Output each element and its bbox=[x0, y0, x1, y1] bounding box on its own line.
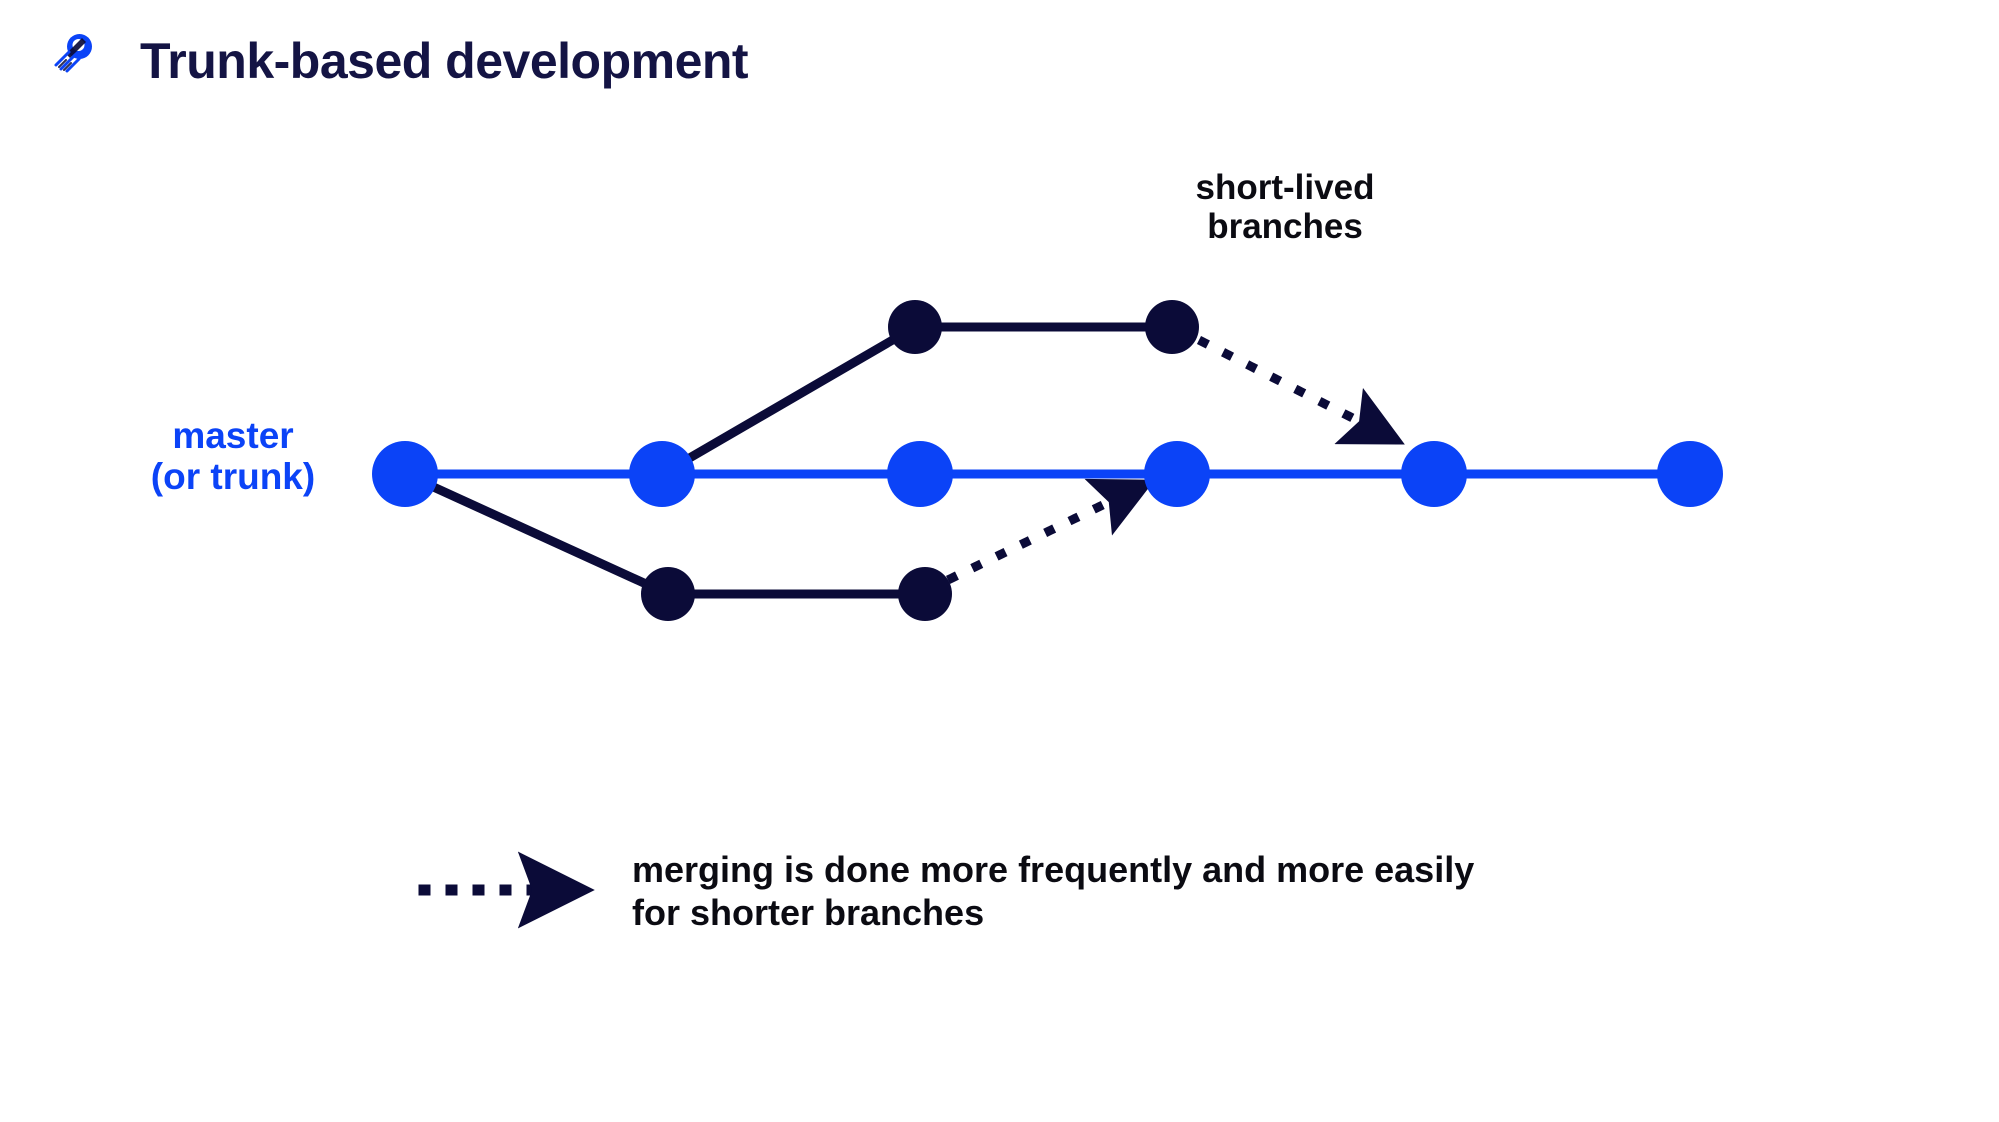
master-branch-label: master (or trunk) bbox=[150, 415, 316, 498]
branch-edges bbox=[403, 322, 1172, 599]
legend-caption: merging is done more frequently and more… bbox=[632, 849, 1475, 934]
branch-commit-nodes bbox=[641, 300, 1199, 621]
trunk-commit-node[interactable] bbox=[372, 441, 438, 507]
edge-fork-lower bbox=[403, 469, 670, 599]
merge-arrow-lower bbox=[945, 478, 1155, 585]
branch-commit-node[interactable] bbox=[898, 567, 952, 621]
rocket-icon bbox=[52, 32, 94, 74]
trunk-commit-node[interactable] bbox=[629, 441, 695, 507]
trunk-commit-nodes bbox=[372, 441, 1723, 507]
merge-arrows bbox=[945, 335, 1405, 585]
branch-commit-node[interactable] bbox=[1145, 300, 1199, 354]
trunk-commit-node[interactable] bbox=[887, 441, 953, 507]
branch-commit-node[interactable] bbox=[641, 567, 695, 621]
slide-header: Trunk-based development bbox=[0, 0, 1999, 120]
edge-fork-upper bbox=[659, 323, 918, 478]
trunk-commit-node[interactable] bbox=[1401, 441, 1467, 507]
trunk-commit-node[interactable] bbox=[1657, 441, 1723, 507]
branch-commit-node[interactable] bbox=[888, 300, 942, 354]
page-title: Trunk-based development bbox=[140, 33, 749, 89]
trunk-commit-node[interactable] bbox=[1144, 441, 1210, 507]
merge-arrow-upper bbox=[1196, 335, 1405, 445]
short-lived-branches-label: short-lived branches bbox=[1195, 168, 1375, 247]
